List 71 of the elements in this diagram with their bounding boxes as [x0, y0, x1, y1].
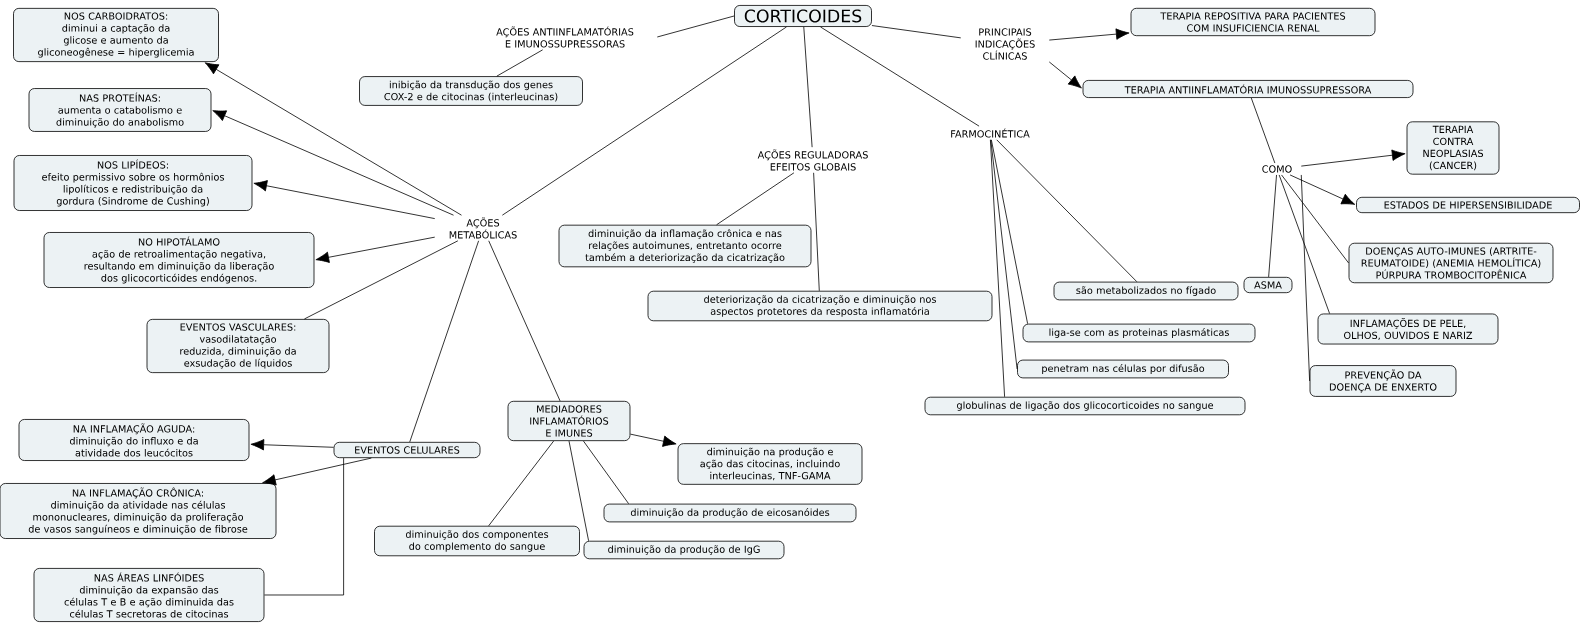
connector [990, 139, 1005, 398]
linking-phrase: PRINCIPAIS INDICAÇÕES CLÍNICAS [975, 28, 1035, 60]
concept-box: liga-se com as proteinas plasmáticas [1022, 323, 1256, 343]
connector [568, 440, 589, 542]
linking-phrase: AÇÕES METABÓLICAS [449, 217, 517, 239]
connector [496, 49, 544, 77]
connector [1048, 61, 1082, 89]
concept-box: EVENTOS VASCULARES: vasodilatatação reduzida, diminuição da exsudação de líquidos [146, 318, 330, 373]
concept-box: NA INFLAMAÇÃO CRÔNICA: diminuição da atividade nas células mononucleares, diminuição da proliferação de vasos sanguíneos e diminuição de fibrose [0, 483, 277, 539]
concept-box: MEDIADORES INFLAMATÓRIOS E IMUNES [507, 400, 631, 442]
connector [813, 172, 820, 292]
connector [820, 26, 980, 127]
linking-phrase: COMO [1262, 165, 1292, 173]
connector [630, 433, 677, 447]
connector [212, 110, 454, 216]
connector [204, 62, 462, 216]
connector [250, 439, 334, 451]
concept-box: ESTADOS DE HIPERSENSIBILIDADE [1356, 196, 1580, 214]
connector [990, 139, 1028, 325]
connector [871, 25, 962, 39]
concept-box: CORTICOIDES [734, 5, 872, 27]
linking-phrase: FARMOCINÉTICA [951, 128, 1030, 138]
connector [304, 240, 459, 320]
concept-box: NAS PROTEÍNAS: aumenta o catabolismo e diminuição do anabolismo [28, 88, 212, 132]
connector [1289, 174, 1356, 205]
connector [409, 240, 479, 443]
connector [1268, 174, 1277, 278]
concept-box: NAS ÁREAS LINFÓIDES diminuição da expansão das células T e B e ação diminuida das células T secretoras de citocinas [33, 568, 265, 622]
connector [990, 139, 1018, 370]
connector [264, 457, 344, 596]
connector [996, 139, 1138, 283]
concept-box: INFLAMAÇÕES DE PELE, OLHOS, OUVIDOS E NARIZ [1317, 313, 1499, 345]
connector [803, 26, 813, 148]
concept-box: TERAPIA ANTIINFLAMATÓRIA IMUNOSSUPRESSORA [1082, 80, 1414, 98]
connector [253, 180, 436, 219]
concept-box: diminuição da inflamação crônica e nas relações autoimunes, entretanto ocorre também a deteriorização da cicatrização [558, 224, 812, 268]
connector [1300, 149, 1406, 167]
connector [716, 172, 795, 226]
connector [488, 440, 555, 527]
concept-box: diminuição da produção de IgG [583, 540, 785, 560]
linking-phrase: AÇÕES REGULADORAS EFEITOS GLOBAIS [757, 149, 868, 171]
concept-box: globulinas de ligação dos glicocorticoides no sangue [924, 396, 1246, 416]
concept-box: PREVENÇÃO DA DOENÇA DE ENXERTO [1309, 365, 1457, 397]
concept-box: NOS LIPÍDEOS: efeito permissivo sobre os hormônios lipolíticos e redistribuição da gordura (Sindrome de Cushing) [13, 155, 253, 211]
linking-phrase: AÇÕES ANTIINFLAMATÓRIAS E IMUNOSSUPRESSORAS [496, 26, 634, 48]
connector [656, 15, 735, 38]
concept-box: EVENTOS CELULARES [333, 441, 481, 459]
concept-box: ASMA [1243, 276, 1293, 294]
connector [1048, 28, 1130, 41]
concept-box: diminuição da produção de eicosanóides [603, 503, 857, 523]
concept-box: inibição da transdução dos genes COX-2 e de citocinas (interleucinas) [359, 76, 583, 106]
concept-box: DOENÇAS AUTO-IMUNES (ARTRITE-REUMATOIDE) (ANEMIA HEMOLÍTICA) PÚRPURA TROMBOCITOPÊNICA [1348, 242, 1554, 284]
connector [315, 236, 436, 263]
concept-box: TERAPIA REPOSITIVA PARA PACIENTES COM INSUFICIENCIA RENAL [1130, 7, 1376, 37]
concept-box: diminuição dos componentes do complemento do sangue [374, 525, 580, 557]
concept-box: NO HIPOTÁLAMO ação de retroalimentação negativa, resultando em diminuição da liberação dos glicocorticóides endógenos. [43, 232, 315, 288]
connector [1278, 174, 1330, 314]
connector [488, 240, 561, 402]
connector [1250, 97, 1276, 164]
concept-box: NA INFLAMAÇÃO AGUDA: diminuição do influxo e da atividade dos leucócitos [18, 419, 250, 461]
concept-box: são metabolizados no fígado [1053, 281, 1239, 301]
connector [583, 440, 629, 505]
concept-box: TERAPIA CONTRA NEOPLASIAS (CANCER) [1406, 121, 1500, 175]
connector [1300, 174, 1310, 382]
connector [262, 457, 372, 486]
connector [1281, 174, 1349, 264]
concept-box: NOS CARBOIDRATOS: diminui a captação da glicose e aumento da gliconeogênese = hiperglicemia [13, 7, 219, 62]
concept-box: diminuição na produção e ação das citocinas, incluindo interleucinas, TNF-GAMA [677, 443, 863, 485]
connector [501, 26, 787, 216]
concept-box: penetram nas células por difusão [1017, 359, 1229, 379]
concept-box: deteriorização da cicatrização e diminuição nos aspectos protetores da resposta inflamatória [647, 290, 993, 322]
